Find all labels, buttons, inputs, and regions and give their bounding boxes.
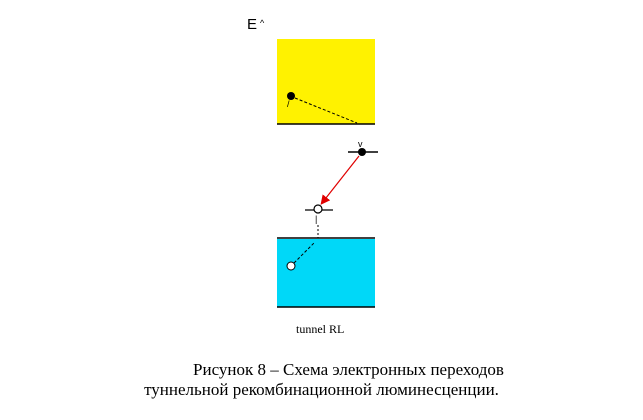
figure-caption: Рисунок 8 – Схема электронных переходов … [0, 360, 643, 400]
energy-axis-label: E [247, 16, 257, 33]
energy-axis-arrow-icon: ^ [260, 18, 265, 28]
donor-tick-mark: v [358, 139, 363, 149]
caption-line-1: Рисунок 8 – Схема электронных переходов [193, 360, 504, 379]
hole-in-valence-band [286, 261, 296, 271]
caption-line-2: туннельной рекомбинационной люминесценци… [144, 380, 499, 399]
process-label: tunnel RL [296, 322, 344, 336]
acceptor-hole [313, 204, 323, 214]
tunneling-transition-arrow [320, 155, 360, 205]
tunnel-recombination-diagram: E ^ / v | tunnel RL [247, 16, 378, 336]
acceptor-tick-mark: | [315, 214, 317, 224]
electron-in-conduction-band [287, 92, 295, 100]
valence-band [277, 239, 375, 307]
electron-path-conduction [294, 97, 358, 124]
donor-electron [358, 148, 366, 156]
electron-tail-mark: / [287, 99, 290, 109]
conduction-band [277, 39, 375, 124]
